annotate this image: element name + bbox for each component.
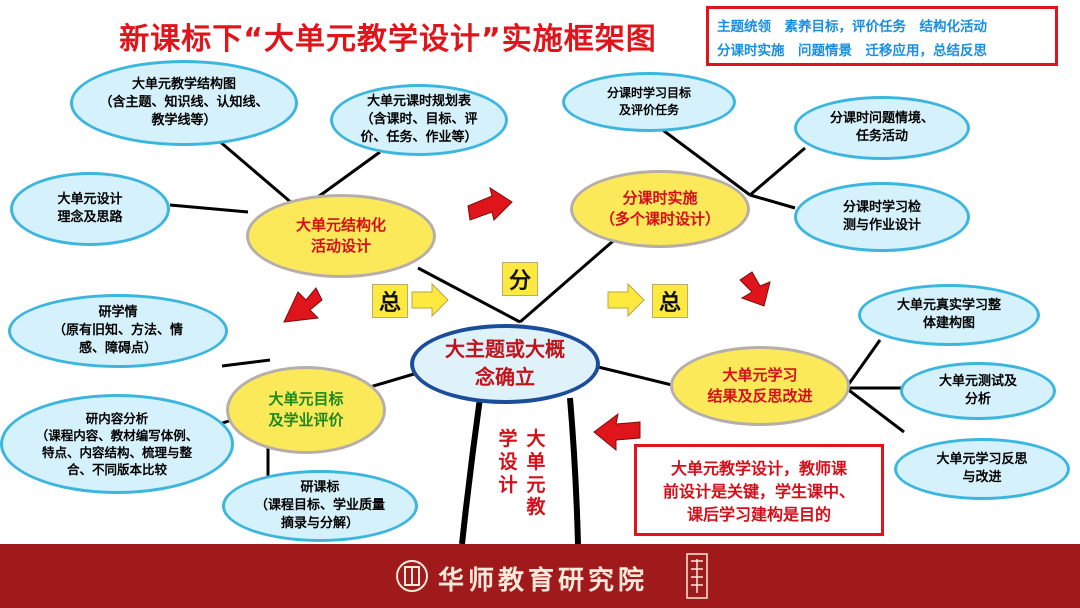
- node-lesson-situation: 分课时问题情境、 任务活动: [794, 96, 970, 160]
- seal-icon: [686, 553, 708, 599]
- branch-structure: 大单元结构化 活动设计: [246, 194, 436, 278]
- arrow-yellow-right: [607, 282, 645, 318]
- legend-line: 分课时实施 问题情景 迁移应用，总结反思: [717, 43, 987, 59]
- center-topic: 大主题或大概 念确立: [410, 324, 600, 404]
- logo-icon: [396, 560, 428, 592]
- arrow-right-top: [467, 186, 513, 221]
- branch-goals-label: 大单元目标 及学业评价: [268, 390, 344, 429]
- node-content-analysis: 研内容分析 （课程内容、教材编写体例、 特点、内容结构、梳理与整 合、不同版本比…: [0, 394, 234, 494]
- arrow-down-right: [739, 271, 771, 307]
- page-title: 新课标下“大单元教学设计”实施框架图: [119, 22, 657, 57]
- node-lesson-goals: 分课时学习目标 及评价任务: [562, 72, 736, 132]
- marker-zong-right: 总: [652, 284, 688, 318]
- footer-org-name: 华师教育研究院: [438, 566, 649, 596]
- legend-box: 主题统领 素养目标，评价任务 结构化活动 分课时实施 问题情景 迁移应用，总结反…: [706, 6, 1058, 66]
- callout-box: 大单元教学设计，教师课 前设计是关键，学生课中、 课后学习建构是目的: [634, 444, 884, 536]
- node-hour-plan: 大单元课时规划表 （含课时、目标、评 价、任务、作业等）: [330, 84, 508, 156]
- branch-results: 大单元学习 结果及反思改进: [670, 346, 850, 426]
- trunk-text-left: 学 设 计: [498, 428, 518, 496]
- node-structure-diagram: 大单元教学结构图 （含主题、知识线、认知线、 教学线等）: [70, 60, 298, 146]
- node-lesson-check: 分课时学习检 测与作业设计: [794, 182, 970, 252]
- node-standards: 研课标 （课程目标、学业质量 摘录与分解）: [222, 470, 418, 542]
- marker-fen: 分: [502, 262, 538, 296]
- branch-goals: 大单元目标 及学业评价: [226, 366, 386, 454]
- node-study-situation: 研学情 （原有旧知、方法、情 感、障碍点）: [8, 294, 228, 368]
- marker-zong-left: 总: [372, 284, 408, 318]
- node-unit-test: 大单元测试及 分析: [900, 362, 1056, 420]
- node-concept: 大单元设计 理念及思路: [10, 172, 170, 246]
- footer-bar: 华师教育研究院: [0, 544, 1080, 608]
- node-real-structure: 大单元真实学习整 体建构图: [858, 284, 1040, 346]
- node-reflection: 大单元学习反思 与改进: [894, 438, 1070, 500]
- arrow-up-left: [283, 287, 323, 323]
- arrow-left: [593, 412, 641, 452]
- branch-lessons: 分课时实施 （多个课时设计）: [570, 170, 750, 248]
- trunk-text-right: 大 单 元 教: [526, 428, 546, 519]
- legend-line: 主题统领 素养目标，评价任务 结构化活动: [717, 19, 987, 35]
- arrow-yellow-left: [411, 282, 449, 318]
